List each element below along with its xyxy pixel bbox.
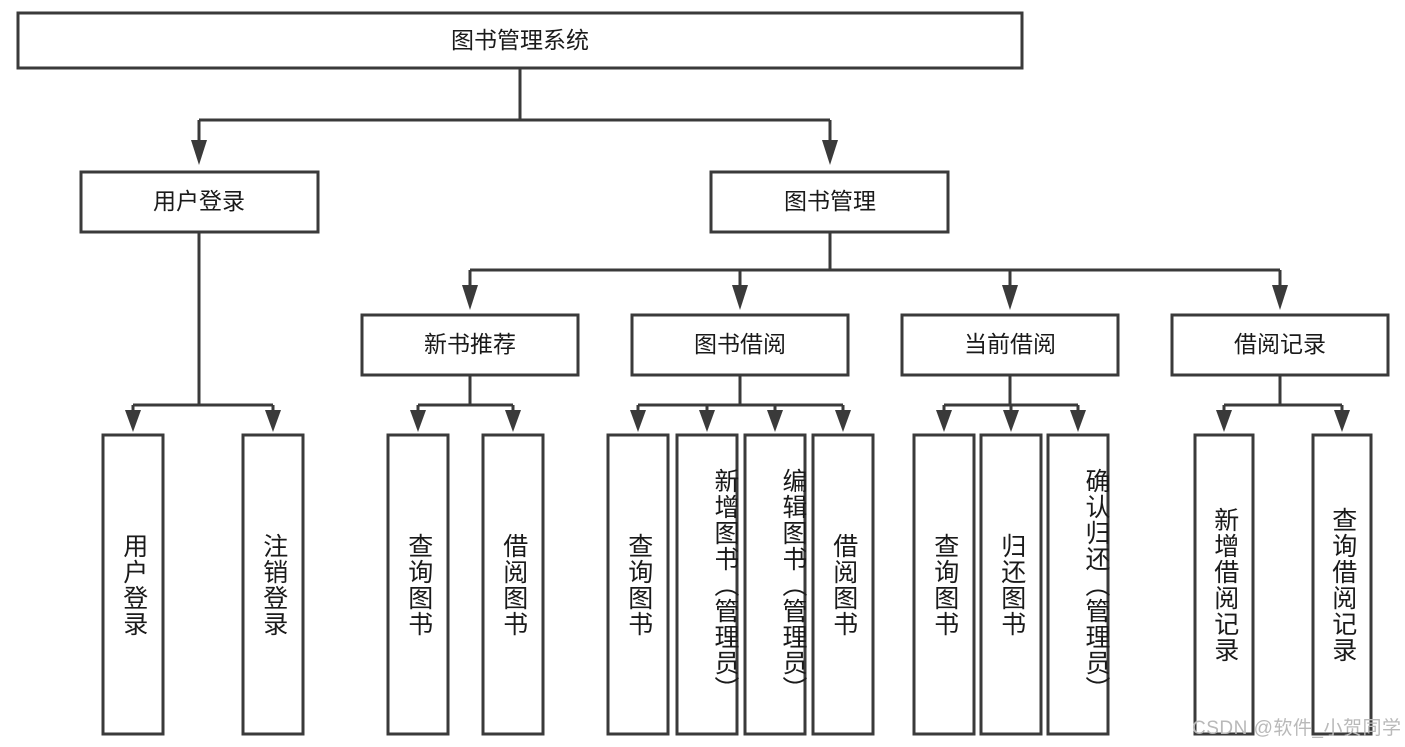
arrowhead-leaf-borrow-book-2 [835,410,851,432]
edge-group-book-mgmt-to-level2 [462,232,1288,310]
node-book-borrow-label: 图书借阅 [694,331,786,357]
arrowhead-leaf-add-record [1216,410,1232,432]
leaf-rect-add-book[interactable] [675,433,739,736]
arrowhead-leaf-borrow-book-1 [505,410,521,432]
node-user-login-rect [79,170,320,234]
edge-group-user-login-to-leaves [125,232,281,432]
leaf-rect-confirm-return[interactable] [1046,433,1110,736]
arrowhead-leaf-query-book-2 [630,410,646,432]
leaf-rect-query-book-3[interactable] [912,433,976,736]
arrowhead-to-current-borrow [1002,285,1018,310]
arrowhead-leaf-return-book [1003,410,1019,432]
node-current-borrow-rect [900,313,1120,377]
leaf-rect-logout[interactable] [241,433,305,736]
node-new-book-recommend-rect [360,313,580,377]
node-new-book-recommend[interactable]: 新书推荐 [360,313,580,377]
node-borrow-record-label: 借阅记录 [1234,331,1326,357]
arrowhead-leaf-edit-book [767,410,783,432]
leaf-rect-query-book-1[interactable] [386,433,450,736]
node-current-borrow-label: 当前借阅 [964,331,1056,357]
arrowhead-to-book-borrow [732,285,748,310]
arrowhead-leaf-user-login [125,410,141,432]
arrowhead-leaf-add-book [699,410,715,432]
arrowhead-leaf-logout [265,410,281,432]
leaf-rect-add-record[interactable] [1193,433,1255,736]
node-borrow-record[interactable]: 借阅记录 [1170,313,1390,377]
leaf-rect-return-book[interactable] [979,433,1043,736]
edge-group-book-borrow-to-leaves [630,375,851,432]
arrowhead-to-new-book-rec [462,285,478,310]
arrowhead-leaf-confirm-return [1070,410,1086,432]
leaf-rect-edit-book[interactable] [743,433,807,736]
arrowhead-root-to-book-mgmt [822,140,838,165]
node-current-borrow[interactable]: 当前借阅 [900,313,1120,377]
node-book-borrow[interactable]: 图书借阅 [630,313,850,377]
csdn-watermark: CSDN @软件_小贺同学 [1192,718,1402,739]
node-user-login-label: 用户登录 [153,188,245,214]
leaf-rect-query-record[interactable] [1311,433,1373,736]
leaf-rect-query-book-2[interactable] [606,433,670,736]
arrowhead-leaf-query-book-1 [410,410,426,432]
edge-group-new-book-to-leaves [410,375,521,432]
edge-group-root-to-level1 [191,68,838,165]
edge-group-current-borrow-to-leaves [936,375,1086,432]
node-book-borrow-rect [630,313,850,377]
node-book-management-rect [709,170,950,234]
node-root-label: 图书管理系统 [451,27,589,53]
node-book-management-system[interactable]: 图书管理系统 [16,11,1024,70]
arrowhead-leaf-query-book-3 [936,410,952,432]
arrowhead-root-to-user-login [191,140,207,165]
arrowhead-to-borrow-record [1272,285,1288,310]
edge-group-borrow-record-to-leaves [1216,375,1350,432]
node-root-rect [16,11,1024,70]
leaf-rect-borrow-book-2[interactable] [811,433,875,736]
leaf-node-rects [101,433,1373,736]
node-book-management-label: 图书管理 [784,188,876,214]
leaf-rect-borrow-book-1[interactable] [481,433,545,736]
node-user-login[interactable]: 用户登录 [79,170,320,234]
node-book-management[interactable]: 图书管理 [709,170,950,234]
node-borrow-record-rect [1170,313,1390,377]
arrowhead-leaf-query-record [1334,410,1350,432]
node-new-book-recommend-label: 新书推荐 [424,331,516,357]
leaf-rect-user-login[interactable] [101,433,165,736]
